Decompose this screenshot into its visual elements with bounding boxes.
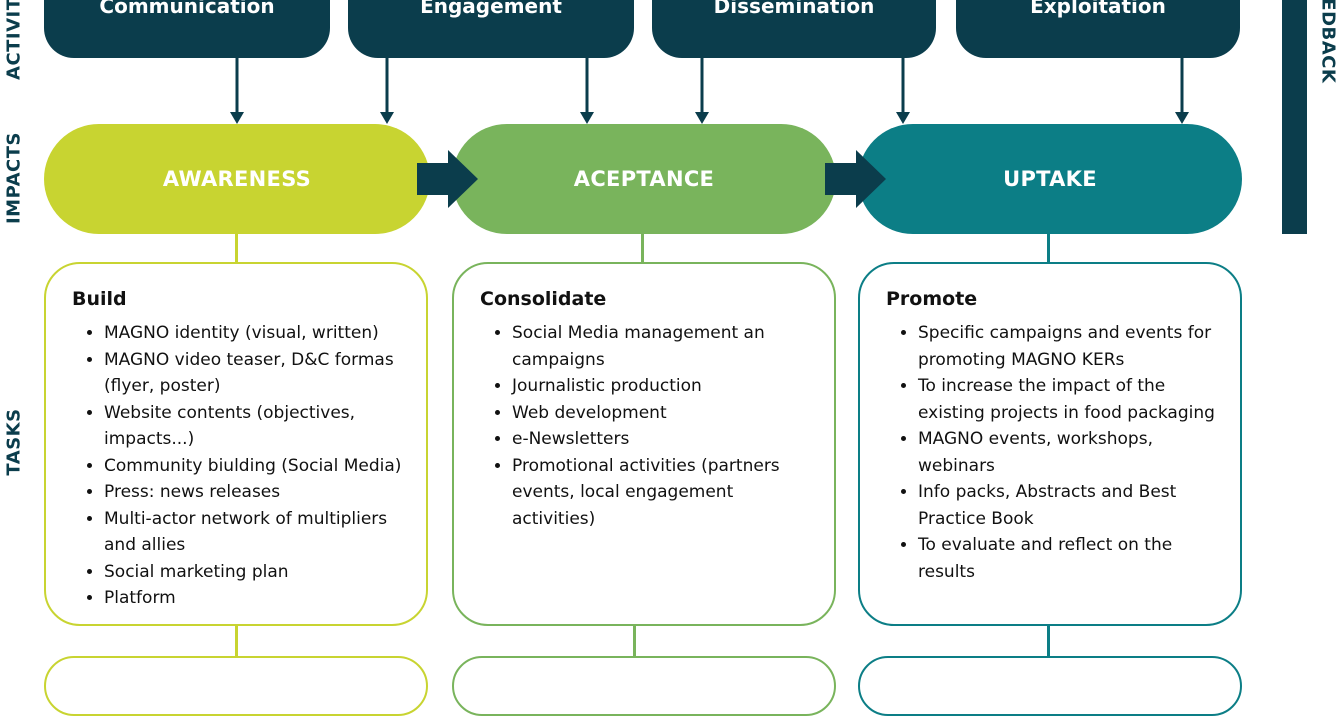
list-item: e-Newsletters [512, 426, 820, 453]
activity-dissemination: Dissemination [652, 0, 936, 58]
bottom-box-uptake [858, 656, 1242, 716]
connector-line [1047, 626, 1050, 656]
connector-line [235, 626, 238, 656]
impact-acceptance: ACEPTANCE [452, 124, 836, 234]
activity-engagement: Engagement [348, 0, 634, 58]
list-item: To evaluate and reflect on the results [918, 532, 1226, 585]
task-title: Build [72, 288, 127, 310]
bottom-box-awareness [44, 656, 428, 716]
activity-label: Dissemination [713, 0, 875, 18]
list-item: Web development [512, 400, 820, 427]
connector-line [235, 234, 238, 262]
list-item: Promotional activities (partners events,… [512, 453, 820, 533]
task-list: Social Media management an campaigns Jou… [480, 320, 820, 532]
activity-label: Engagement [420, 0, 562, 18]
list-item: Website contents (objectives, impacts...… [104, 400, 412, 453]
list-item: Journalistic production [512, 373, 820, 400]
list-item: MAGNO video teaser, D&C formas (flyer, p… [104, 347, 412, 400]
feedback-bar [1282, 0, 1307, 234]
impact-awareness: AWARENESS [44, 124, 430, 234]
list-item: To increase the impact of the existing p… [918, 373, 1226, 426]
task-list: Specific campaigns and events for promot… [886, 320, 1226, 585]
task-box-build: Build MAGNO identity (visual, written) M… [44, 262, 428, 626]
list-item: Press: news releases [104, 479, 412, 506]
activity-label: Exploitation [1030, 0, 1166, 18]
list-item: Platform [104, 585, 412, 612]
arrow-head [695, 112, 709, 124]
arrow-head [230, 112, 244, 124]
activity-exploitation: Exploitation [956, 0, 1240, 58]
task-list: MAGNO identity (visual, written) MAGNO v… [72, 320, 412, 612]
list-item: Info packs, Abstracts and Best Practice … [918, 479, 1226, 532]
arrow-head [1175, 112, 1189, 124]
impact-uptake: UPTAKE [858, 124, 1242, 234]
activities-label: ACTIVITIES [3, 0, 25, 80]
list-item: Social marketing plan [104, 559, 412, 586]
impact-label: UPTAKE [1003, 167, 1097, 191]
list-item: Community biulding (Social Media) [104, 453, 412, 480]
connector-line [641, 234, 644, 262]
list-item: Social Media management an campaigns [512, 320, 820, 373]
impacts-label: IMPACTS [3, 131, 25, 225]
activity-communication: Communication [44, 0, 330, 58]
arrow-head [896, 112, 910, 124]
impact-label: AWARENESS [162, 167, 312, 191]
bottom-box-acceptance [452, 656, 836, 716]
task-title: Promote [886, 288, 978, 310]
impact-label: ACEPTANCE [573, 167, 715, 191]
tasks-label: TASKS [3, 408, 25, 476]
task-box-promote: Promote Specific campaigns and events fo… [858, 262, 1242, 626]
task-title: Consolidate [480, 288, 607, 310]
feedback-label: FEEDBACK [1317, 0, 1339, 84]
arrow-head [380, 112, 394, 124]
connector-line [1047, 234, 1050, 262]
activity-label: Communication [99, 0, 275, 18]
list-item: Specific campaigns and events for promot… [918, 320, 1226, 373]
list-item: Multi-actor network of multipliers and a… [104, 506, 412, 559]
arrow-head [580, 112, 594, 124]
connector-line [633, 626, 636, 656]
task-box-consolidate: Consolidate Social Media management an c… [452, 262, 836, 626]
list-item: MAGNO identity (visual, written) [104, 320, 412, 347]
list-item: MAGNO events, workshops, webinars [918, 426, 1226, 479]
